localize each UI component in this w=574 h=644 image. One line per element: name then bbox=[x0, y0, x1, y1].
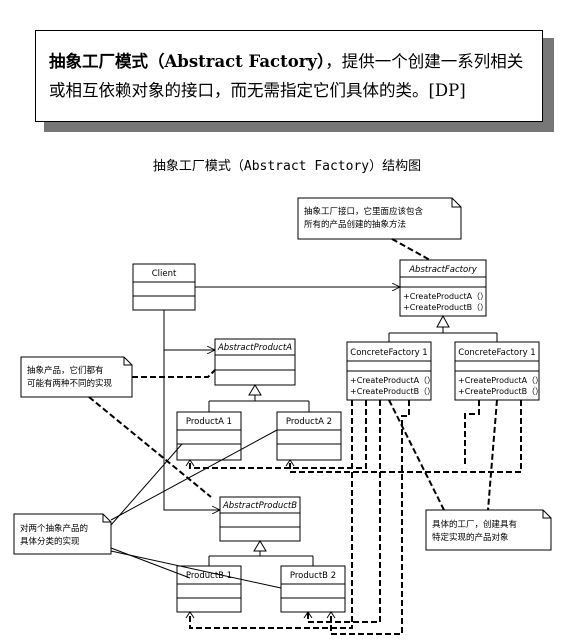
class-abstract-factory-name: AbstractFactory bbox=[408, 265, 477, 275]
note-abstract-products-line1: 抽象产品，它们都有 bbox=[27, 365, 104, 376]
note-factory-interface-line2: 所有的产品创建的抽象方法 bbox=[304, 219, 406, 230]
concrete-factory-1-op-a: +CreateProductA（） bbox=[350, 376, 435, 385]
abstract-factory-op-a: +CreateProductA（） bbox=[403, 292, 488, 301]
diagram-title: 抽象工厂模式（Abstract Factory）结构图 bbox=[152, 159, 422, 174]
definition-quote-box: 抽象工厂模式（Abstract Factory），提供一个创建一系列相关或相互依… bbox=[35, 30, 543, 122]
note-concrete-products-line1: 对两个抽象产品的 bbox=[20, 523, 88, 534]
note-concrete-factory-line1: 具体的工厂，创建具有 bbox=[432, 519, 517, 530]
class-abstract-product-b-name: AbstractProductB bbox=[222, 501, 297, 511]
dependency-arrowheads bbox=[185, 459, 336, 619]
note-concrete-factory-line2: 特定实现的产品对象 bbox=[432, 532, 509, 543]
note-attachment-lines bbox=[88, 238, 498, 511]
note-solid-connectors bbox=[110, 429, 282, 589]
factory-product-dependencies bbox=[189, 400, 522, 635]
concrete-factory-2-op-b: +CreateProductB（） bbox=[458, 387, 543, 396]
factory-generalization bbox=[388, 314, 498, 342]
product-b-generalization bbox=[208, 540, 314, 566]
note-concrete-products: 对两个抽象产品的 具体分类的实现 bbox=[13, 513, 112, 555]
class-abstract-product-a-name: AbstractProductA bbox=[217, 343, 292, 353]
class-concrete-factory-2: ConcreteFactory 1 +CreateProductA（） +Cre… bbox=[454, 341, 543, 401]
concrete-factory-1-op-b: +CreateProductB（） bbox=[350, 387, 435, 396]
class-concrete-factory-1-name: ConcreteFactory 1 bbox=[350, 348, 427, 358]
note-factory-interface-line1: 抽象工厂接口，它里面应该包含 bbox=[304, 206, 424, 217]
note-concrete-products-line2: 具体分类的实现 bbox=[20, 536, 80, 547]
concrete-factory-2-op-a: +CreateProductA（） bbox=[458, 376, 543, 385]
class-abstract-product-b: AbstractProductB bbox=[219, 496, 301, 542]
note-factory-interface: 抽象工厂接口，它里面应该包含 所有的产品创建的抽象方法 bbox=[297, 197, 462, 240]
class-concrete-factory-1: ConcreteFactory 1 +CreateProductA（） +Cre… bbox=[346, 341, 435, 401]
class-client-name: Client bbox=[152, 269, 177, 279]
class-product-a2: ProductA 2 bbox=[276, 411, 342, 461]
class-concrete-factory-2-name: ConcreteFactory 1 bbox=[458, 348, 535, 358]
class-product-b1: ProductB 1 bbox=[176, 565, 242, 613]
class-abstract-product-a: AbstractProductA bbox=[214, 338, 296, 386]
class-product-b2-name: ProductB 2 bbox=[290, 571, 336, 581]
class-product-b2: ProductB 2 bbox=[280, 565, 346, 613]
class-product-b1-name: ProductB 1 bbox=[186, 571, 232, 581]
class-client: Client bbox=[132, 263, 196, 311]
abstract-factory-op-b: +CreateProductB（） bbox=[403, 303, 488, 312]
product-a-generalization bbox=[208, 384, 310, 412]
class-product-a1: ProductA 1 bbox=[176, 411, 242, 461]
quote-title: 抽象工厂模式（Abstract Factory） bbox=[49, 52, 326, 71]
note-abstract-products: 抽象产品，它们都有 可能有两种不同的实现 bbox=[20, 356, 133, 398]
class-product-a1-name: ProductA 1 bbox=[186, 417, 232, 427]
quote-text: ，提供一个创建一系列相关或相互依赖对象的接口，而无需指定它们具体的类。[DP] bbox=[49, 52, 524, 100]
note-abstract-products-line2: 可能有两种不同的实现 bbox=[27, 378, 113, 389]
class-abstract-factory: AbstractFactory +CreateProductA（） +Creat… bbox=[399, 259, 488, 317]
client-to-products-associations bbox=[163, 310, 220, 510]
class-product-a2-name: ProductA 2 bbox=[286, 417, 332, 427]
note-concrete-factory: 具体的工厂，创建具有 特定实现的产品对象 bbox=[425, 509, 552, 551]
